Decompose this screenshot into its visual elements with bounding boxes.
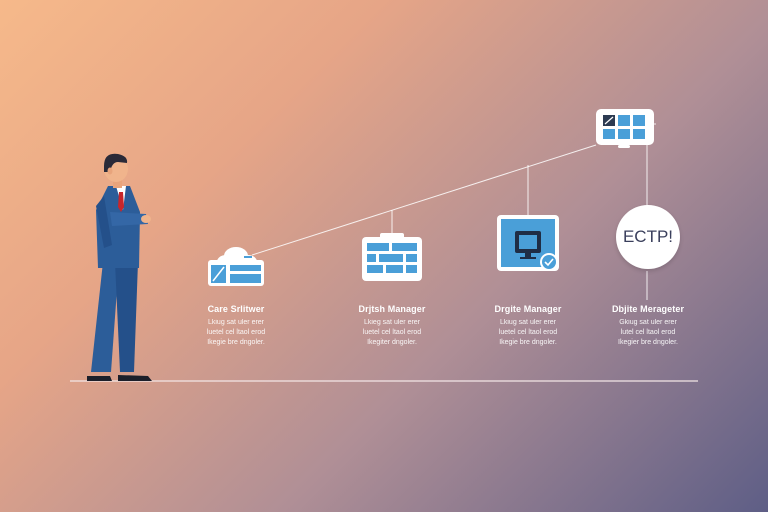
cloud-app-icon bbox=[208, 247, 264, 286]
step-title-3: Drgite Manager bbox=[494, 304, 562, 314]
step-title-2: Drjtsh Manager bbox=[358, 304, 426, 314]
grid-panel-icon bbox=[596, 109, 654, 148]
connector-lines bbox=[251, 123, 656, 300]
step-desc-2: Lkieg sat uler erer luetel cel ltaol ero… bbox=[362, 319, 422, 346]
step-desc-3: Lkiug sat uler erer luetel cel ltaol ero… bbox=[498, 319, 558, 346]
step-label-1: Care Srlitwer Lkiug sat uler erer luetel… bbox=[186, 304, 286, 348]
monitor-check-icon bbox=[497, 215, 559, 271]
step-desc-1: Lkiug sat uler erer luetel cel ltaol ero… bbox=[206, 319, 266, 346]
step-title-1: Care Srlitwer bbox=[207, 304, 265, 314]
step-title-4: Dbjite Merageter bbox=[611, 304, 685, 314]
step-label-3: Drgite Manager Lkiug sat uler erer luete… bbox=[478, 304, 578, 348]
ectp-badge: ECTP! bbox=[616, 205, 680, 269]
dashboard-icon bbox=[362, 233, 422, 281]
step-desc-4: Gkiug sat uler erer lutel cel ltaol erod… bbox=[618, 319, 678, 346]
ectp-badge-text: ECTP! bbox=[622, 227, 674, 246]
businessman-figure bbox=[87, 153, 152, 381]
step-label-2: Drjtsh Manager Lkieg sat uler erer luete… bbox=[342, 304, 442, 348]
step-label-4: Dbjite Merageter Gkiug sat uler erer lut… bbox=[598, 304, 698, 348]
